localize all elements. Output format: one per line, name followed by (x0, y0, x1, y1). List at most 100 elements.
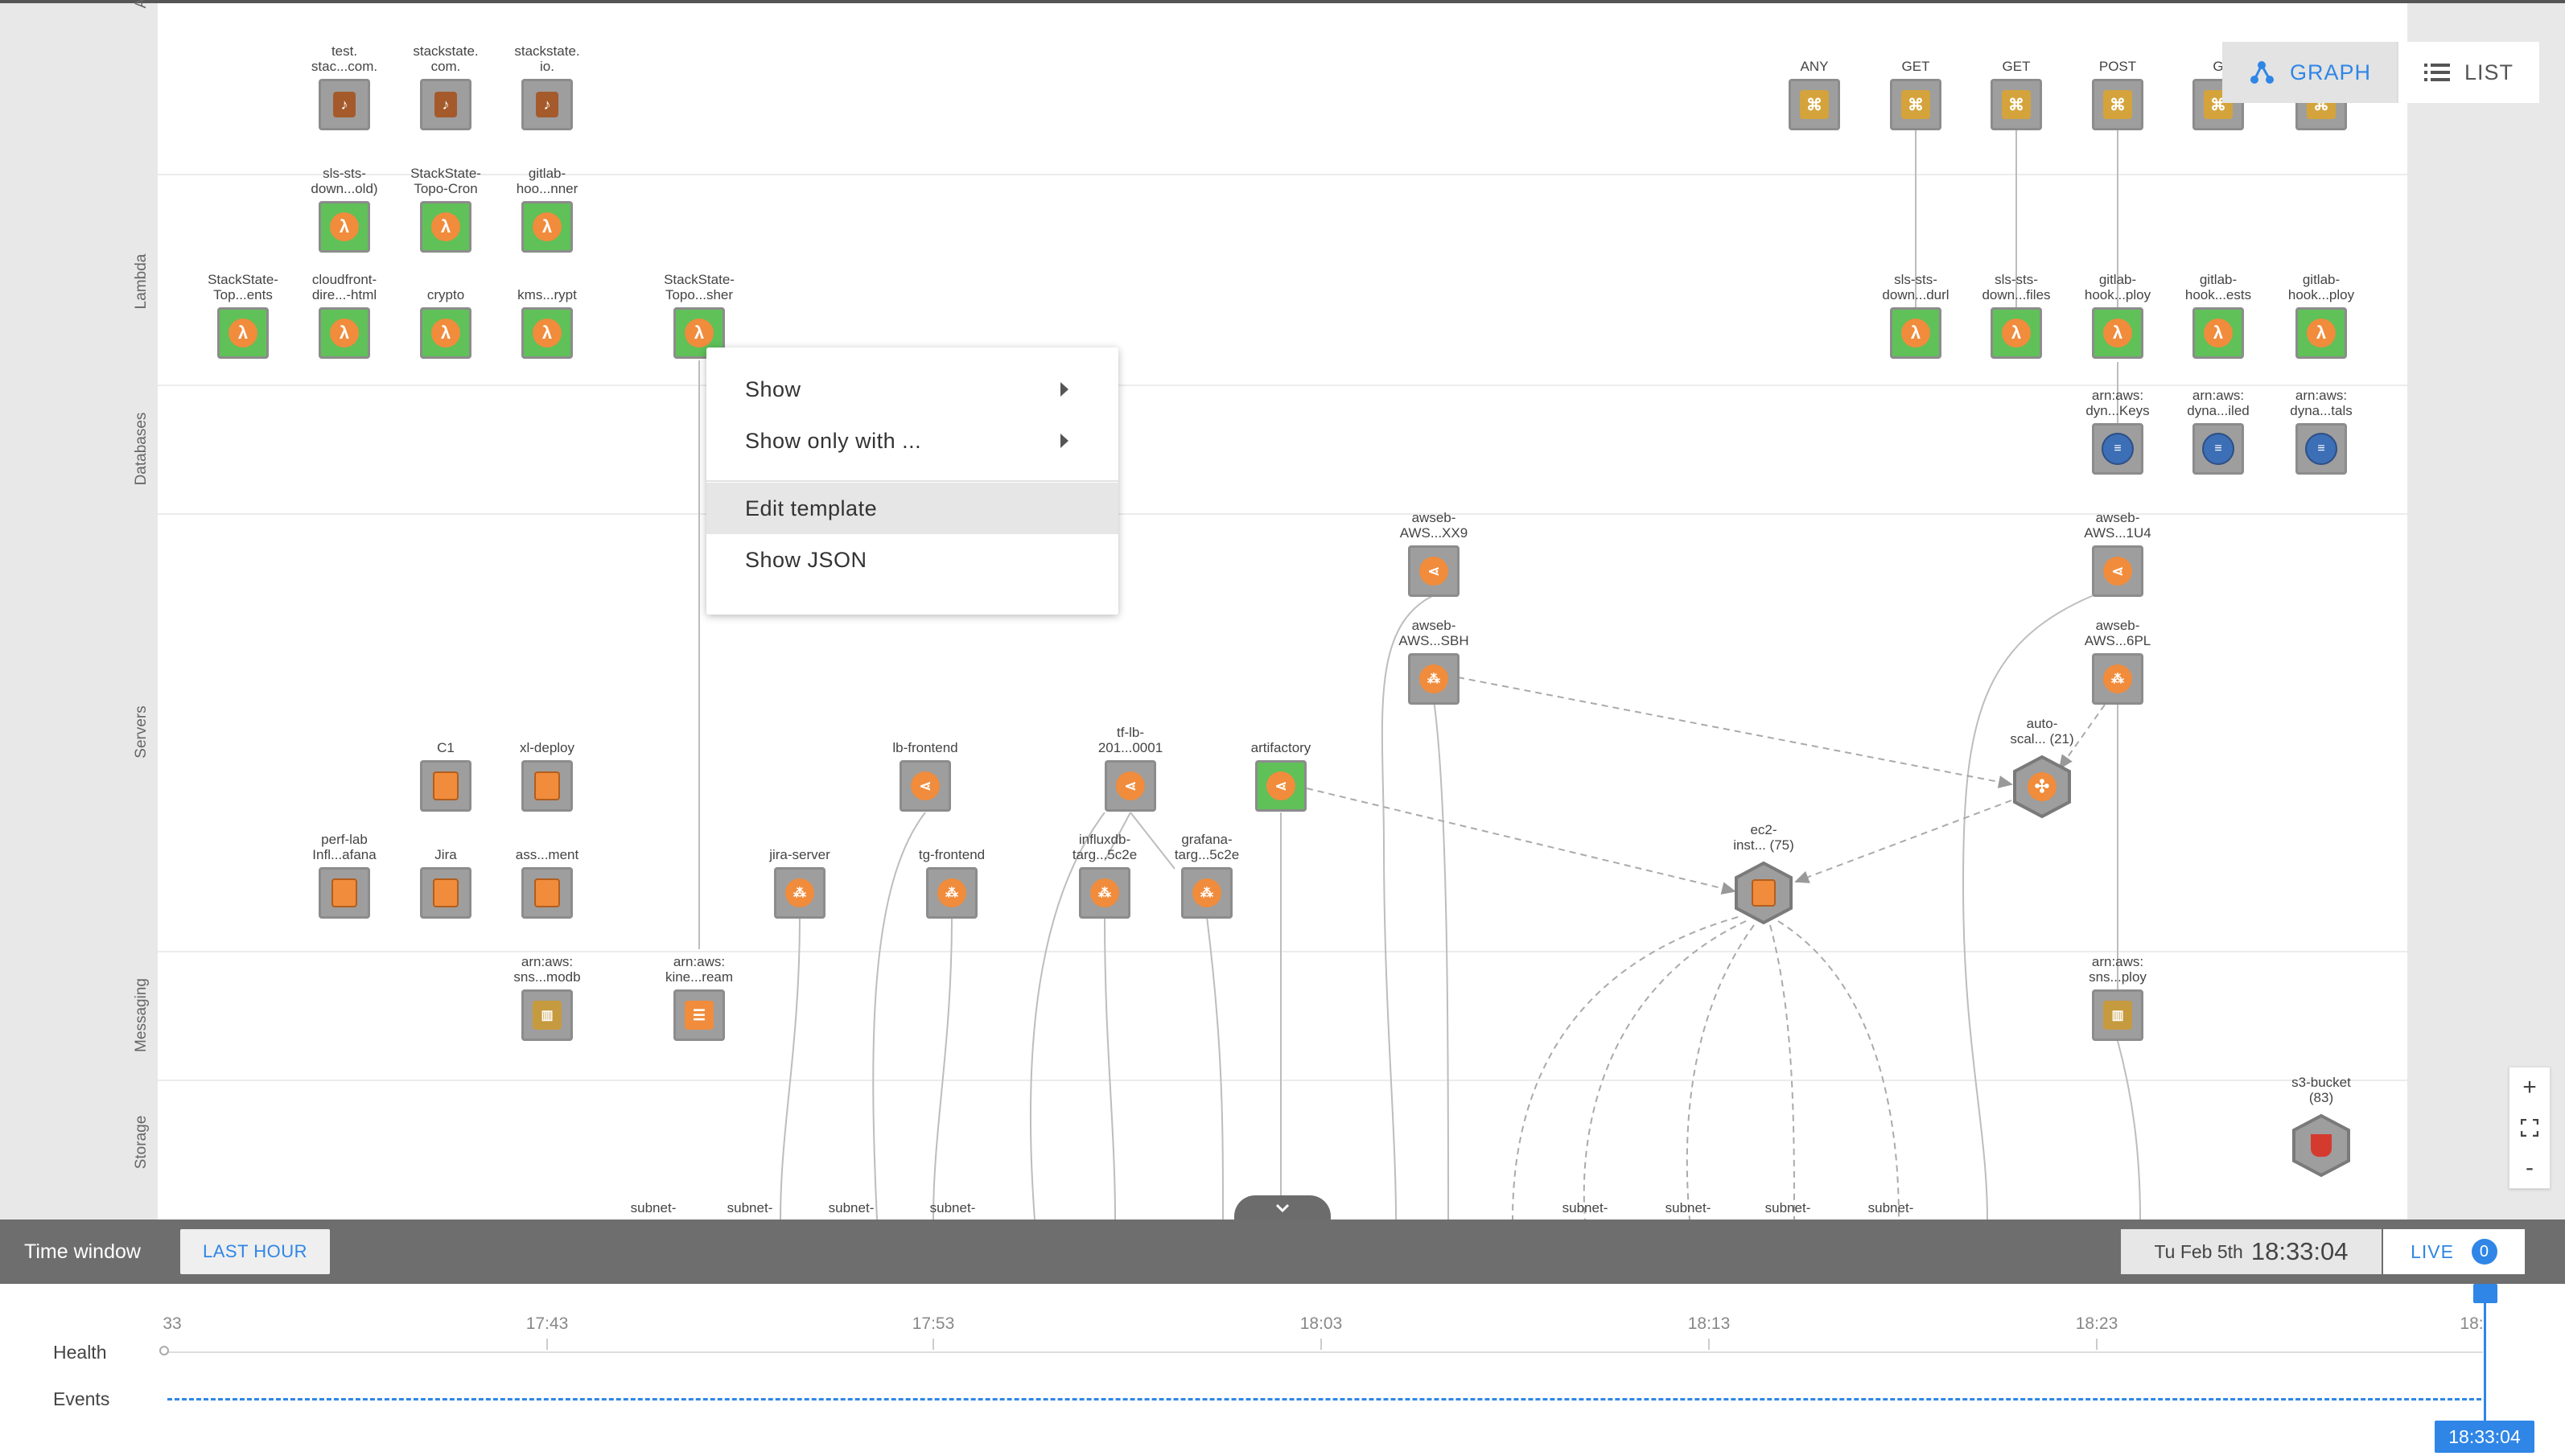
component-node-ec2[interactable] (521, 867, 573, 919)
edge-dashed (1512, 916, 1739, 1220)
component-node-ec2[interactable] (420, 867, 471, 919)
component-node-apigw[interactable]: ⌘ (1991, 79, 2042, 130)
component-node-alb[interactable]: ⁂ (2092, 653, 2143, 705)
component-node-elb[interactable]: ⋖ (2092, 545, 2143, 597)
current-datetime[interactable]: Tu Feb 5th 18:33:04 (2121, 1229, 2382, 1274)
component-node-alb[interactable]: ⁂ (926, 867, 978, 919)
component-label: influxdb- targ...5c2e (1072, 832, 1138, 862)
component-node-dynamo[interactable]: ≡ (2295, 423, 2347, 475)
component-label: arn:aws: dyna...tals (2290, 388, 2353, 418)
ec2-instances-icon (1752, 879, 1776, 907)
component-node-route53[interactable]: ♪ (521, 79, 573, 130)
component-node-elb[interactable]: ⋖ (1408, 545, 1460, 597)
zoom-in-button[interactable]: + (2522, 1074, 2537, 1100)
time-cursor-label: 18:33:04 (2435, 1421, 2534, 1453)
menu-item-show[interactable]: Show (706, 364, 1118, 415)
api-gateway-icon: ⌘ (2103, 90, 2132, 119)
component-node-alb[interactable]: ⁂ (1079, 867, 1130, 919)
time-cursor-handle[interactable] (2473, 1284, 2497, 1303)
component-node-lambda[interactable]: λ (319, 307, 370, 359)
component-label: crypto (426, 287, 465, 302)
edge (872, 812, 926, 1220)
component-label: grafana- targ...5c2e (1174, 832, 1240, 862)
component-node-ec2[interactable] (319, 867, 370, 919)
component-node-lambda[interactable]: λ (673, 307, 725, 359)
component-label: xl-deploy (519, 740, 575, 755)
time-cursor-line[interactable] (2484, 1294, 2486, 1425)
component-node-lambda[interactable]: λ (217, 307, 269, 359)
component-node-route53[interactable]: ♪ (420, 79, 471, 130)
component-node-lambda[interactable]: λ (2295, 307, 2347, 359)
component-node-apigw[interactable]: ⌘ (2092, 79, 2143, 130)
component-node-lambda[interactable]: λ (2092, 307, 2143, 359)
component-node-sns[interactable]: ▥ (2092, 989, 2143, 1041)
timeline[interactable]: 33 17:43 17:53 18:03 18:13 18:23 18: Hea… (0, 1284, 2565, 1456)
component-node-apigw[interactable]: ⌘ (1789, 79, 1840, 130)
component-label: awseb- AWS...6PL (2084, 618, 2151, 648)
component-label: gitlab- hoo...nner (516, 166, 578, 196)
live-count-badge: 0 (2471, 1239, 2497, 1265)
top-border (0, 0, 2565, 3)
graph-view-button[interactable]: GRAPH (2222, 42, 2398, 103)
component-node-s3hex[interactable] (2291, 1113, 2351, 1178)
component-node-lambda[interactable]: λ (420, 307, 471, 359)
menu-item-show-json[interactable]: Show JSON (706, 534, 1118, 586)
component-node-lambda[interactable]: λ (1991, 307, 2042, 359)
menu-item-edit-template[interactable]: Edit template (706, 483, 1118, 534)
live-button[interactable]: LIVE 0 (2383, 1229, 2525, 1274)
tick-label: 17:43 (525, 1314, 569, 1333)
ec2-instance-icon (331, 878, 357, 907)
component-node-alb[interactable]: ⁂ (1181, 867, 1233, 919)
lambda-icon: λ (431, 212, 460, 241)
component-node-kinesis[interactable]: ☰ (673, 989, 725, 1041)
component-node-lambda[interactable]: λ (420, 201, 471, 253)
graph-icon (2250, 61, 2274, 84)
route53-icon: ♪ (434, 92, 457, 117)
component-node-ec2[interactable] (521, 760, 573, 812)
component-label: cloudfront- dire...-html (311, 272, 377, 302)
edge (1130, 812, 1175, 870)
subnet-label: subnet- (630, 1200, 677, 1215)
component-label: awseb- AWS...XX9 (1399, 510, 1468, 541)
target-group-icon: ⁂ (1419, 664, 1448, 693)
component-node-elb[interactable]: ⋖ (900, 760, 951, 812)
component-label: GET (1901, 59, 1930, 74)
topology-canvas[interactable]: A Lambda Databases Servers Messaging Sto… (0, 0, 2565, 1220)
component-label: tf-lb- 201...0001 (1097, 725, 1163, 755)
component-node-elb[interactable]: ⋖ (1255, 760, 1307, 812)
component-node-asg[interactable]: ✣ (2012, 755, 2072, 819)
component-node-sns[interactable]: ▥ (521, 989, 573, 1041)
lane-separator (158, 513, 2407, 515)
subnet-label: subnet- (1764, 1200, 1811, 1215)
edge (780, 916, 801, 1220)
menu-item-label: Show JSON (745, 548, 867, 572)
component-node-apigw[interactable]: ⌘ (1890, 79, 1941, 130)
component-node-route53[interactable]: ♪ (319, 79, 370, 130)
component-node-ec2hex[interactable] (1734, 861, 1793, 925)
component-node-lambda[interactable]: λ (521, 201, 573, 253)
fit-to-screen-button[interactable] (2509, 1108, 2550, 1148)
menu-item-label: Edit template (745, 496, 878, 520)
list-icon (2424, 64, 2451, 81)
component-node-alb[interactable]: ⁂ (774, 867, 825, 919)
component-node-dynamo[interactable]: ≡ (2092, 423, 2143, 475)
target-group-icon: ⁂ (937, 878, 966, 907)
component-node-ec2[interactable] (420, 760, 471, 812)
menu-item-label: Show only with ... (745, 429, 922, 453)
component-node-lambda[interactable]: λ (319, 201, 370, 253)
component-node-lambda[interactable]: λ (1890, 307, 1941, 359)
tick-label: 18:03 (1299, 1314, 1343, 1333)
component-node-lambda[interactable]: λ (521, 307, 573, 359)
time-range-button[interactable]: LAST HOUR (180, 1229, 330, 1274)
zoom-out-button[interactable]: - (2526, 1154, 2534, 1181)
collapse-timeline-button[interactable] (1234, 1195, 1331, 1220)
lambda-icon: λ (1901, 319, 1930, 348)
component-label: awseb- AWS...SBH (1398, 618, 1469, 648)
menu-item-show-only-with[interactable]: Show only with ... (706, 415, 1118, 467)
component-node-elb[interactable]: ⋖ (1105, 760, 1156, 812)
component-node-dynamo[interactable]: ≡ (2192, 423, 2244, 475)
list-view-button[interactable]: LIST (2397, 42, 2540, 103)
load-balancer-icon: ⋖ (1116, 771, 1145, 800)
component-node-lambda[interactable]: λ (2192, 307, 2244, 359)
component-node-alb[interactable]: ⁂ (1408, 653, 1460, 705)
